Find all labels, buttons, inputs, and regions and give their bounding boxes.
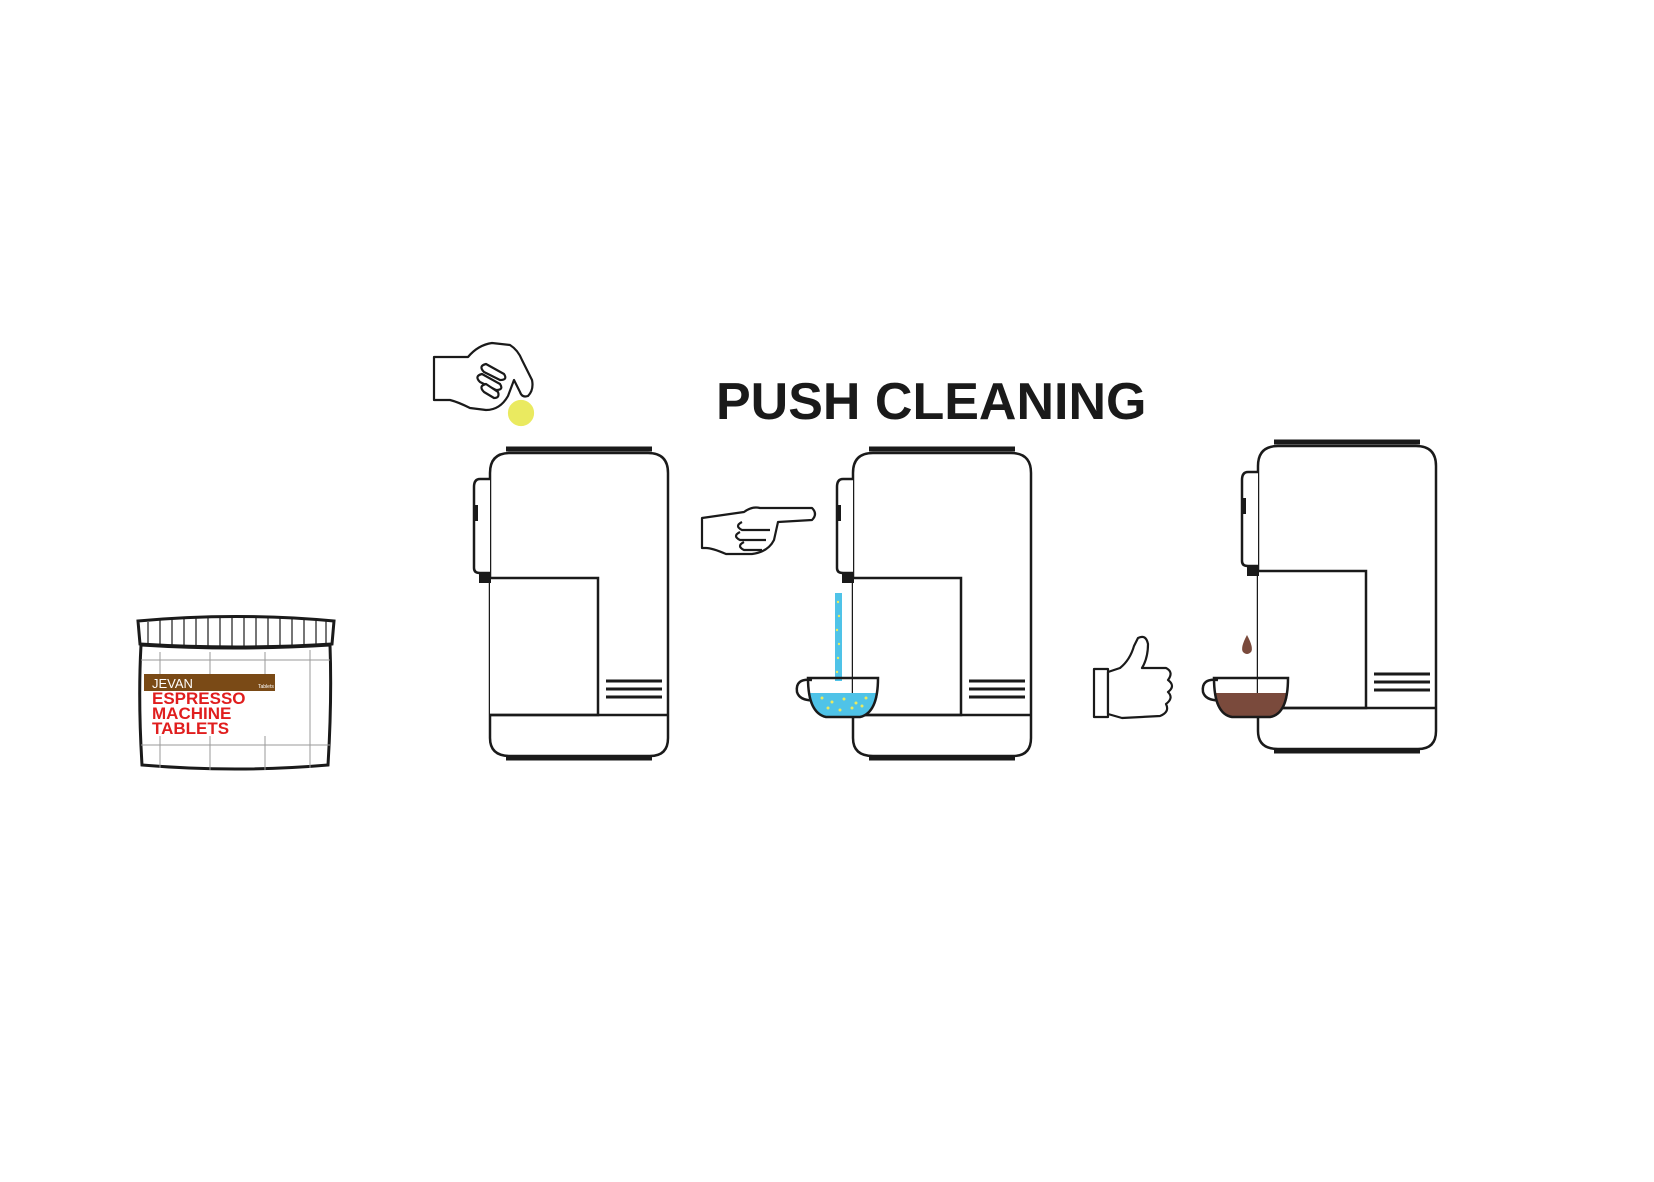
coffee-drop [1242,635,1252,654]
tablet-icon [507,399,535,427]
thumbs-up-icon [1092,635,1174,720]
label-band [144,674,275,691]
hand-pointing-button-icon [700,506,817,556]
water-stream [835,593,842,681]
product-line-1: ESPRESSO [152,689,246,708]
step-3 [1092,442,1436,751]
hand-dropping-tablet-icon [432,341,535,427]
tablet-jar: JEVAN Tablets ESPRESSO MACHINE TABLETS [136,615,336,771]
step-1 [432,341,668,758]
product-line-3: TABLETS [152,719,229,738]
brand-name: JEVAN [152,676,193,691]
coffee-machine-step-1 [474,449,668,758]
cup-with-coffee [1201,676,1290,719]
page-title: PUSH CLEANING [716,373,1146,431]
label-small-text: Tablets [258,684,274,690]
step-2 [700,449,1031,758]
product-line-2: MACHINE [152,704,231,723]
cup-with-water [795,676,880,719]
